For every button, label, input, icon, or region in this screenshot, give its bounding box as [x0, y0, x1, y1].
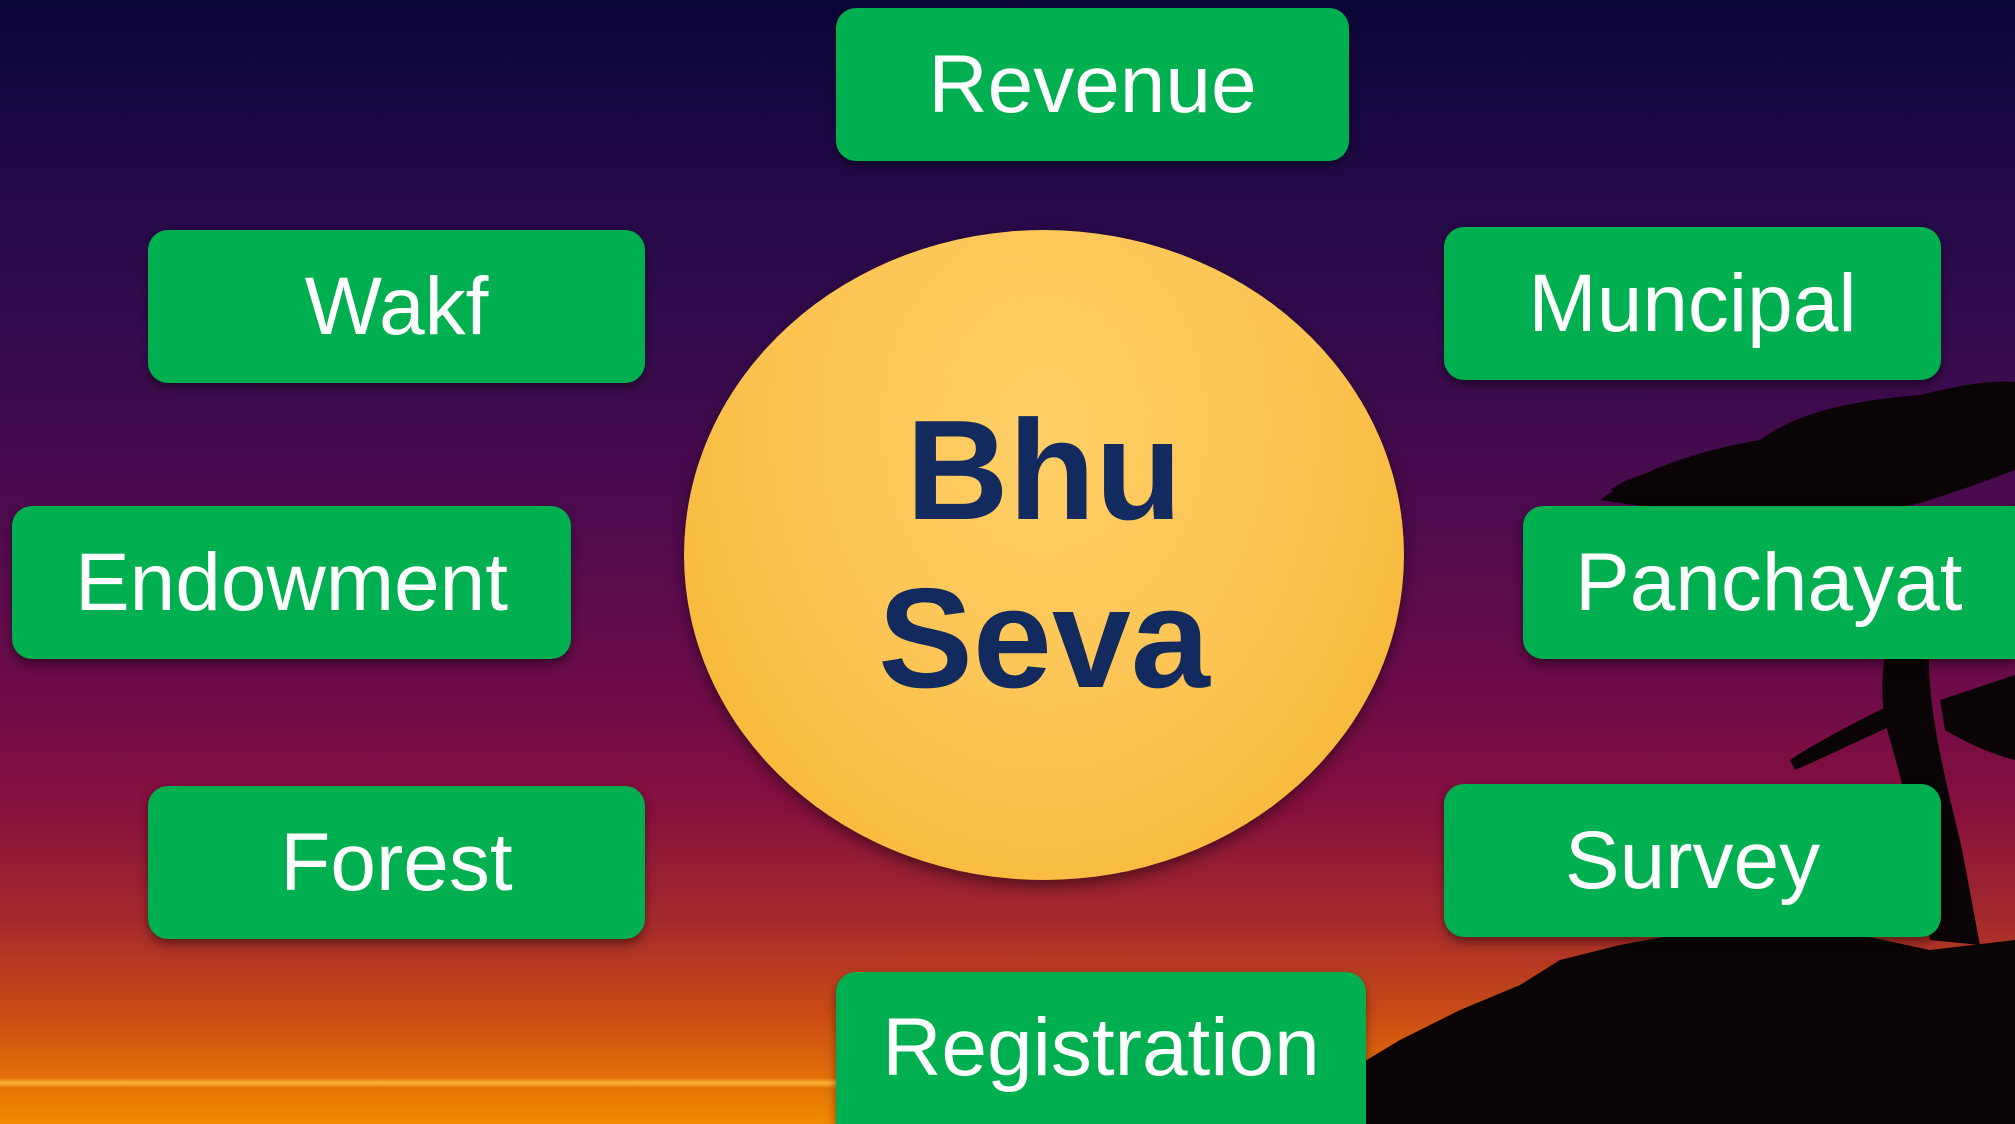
wakf-node[interactable]: Wakf: [148, 230, 645, 383]
panchayat-node[interactable]: Panchayat: [1523, 506, 2015, 659]
center-title-line1: Bhu: [905, 391, 1183, 550]
registration-node[interactable]: Registration: [836, 972, 1366, 1124]
center-title-line2: Seva: [878, 559, 1210, 718]
revenue-node[interactable]: Revenue: [836, 8, 1349, 161]
forest-node[interactable]: Forest: [148, 786, 645, 939]
endowment-node[interactable]: Endowment: [12, 506, 571, 659]
bhu-seva-center-node: Bhu Seva: [684, 230, 1404, 880]
survey-node[interactable]: Survey: [1444, 784, 1941, 937]
muncipal-node[interactable]: Muncipal: [1444, 227, 1941, 380]
